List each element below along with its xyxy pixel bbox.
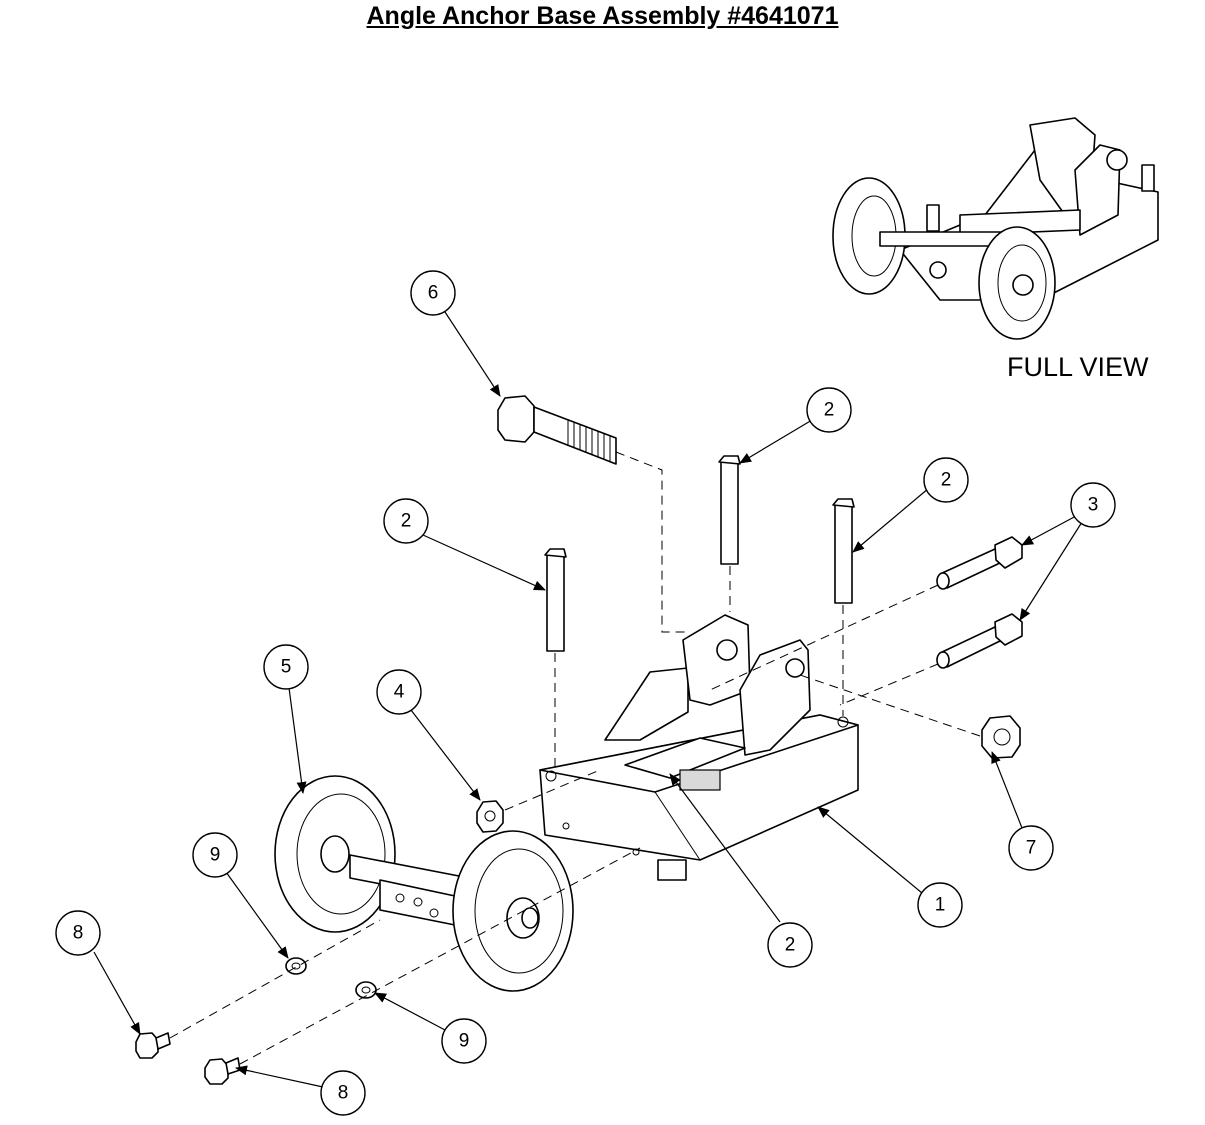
callout-8-a: 8: [55, 910, 101, 956]
part-1-base: [539, 614, 859, 881]
full-view-label: FULL VIEW: [1007, 352, 1149, 382]
callout-2-a: 2: [806, 387, 852, 433]
callout-label: 5: [281, 657, 292, 678]
callout-label: 8: [73, 923, 84, 944]
part-3-shoulder-bolt-b: [936, 613, 1023, 669]
part-2-pin-c: [544, 548, 567, 652]
callout-2-b: 2: [923, 457, 969, 503]
callout-label: 9: [459, 1031, 470, 1052]
callout-label: 7: [1026, 838, 1037, 859]
callout-3: 3: [1070, 482, 1116, 528]
part-2-pin-b: [832, 498, 855, 604]
assembly-dashed-lines: [169, 451, 981, 1065]
callout-9-a: 9: [192, 832, 238, 878]
part-9-washer-b: [355, 981, 377, 999]
part-8-bolt-b: [204, 1057, 241, 1085]
callout-2-d: 2: [767, 922, 813, 968]
part-7-hex-nut: [981, 715, 1021, 759]
part-4-nut: [476, 800, 504, 833]
part-6-hex-bolt: [497, 395, 617, 465]
callout-7: 7: [1008, 825, 1054, 871]
callout-2-c: 2: [383, 498, 429, 544]
callout-leaders: [93, 311, 1083, 1088]
callout-label: 9: [210, 845, 221, 866]
callout-6: 6: [410, 270, 456, 316]
callout-label: 2: [941, 470, 952, 491]
part-3-shoulder-bolt-a: [936, 536, 1023, 590]
callout-8-b: 8: [320, 1070, 366, 1116]
callout-1: 1: [917, 882, 963, 928]
callout-9-b: 9: [441, 1018, 487, 1064]
callout-label: 2: [785, 935, 796, 956]
callout-label: 1: [935, 895, 946, 916]
callout-label: 4: [394, 682, 405, 703]
callout-label: 8: [338, 1083, 349, 1104]
diagram-title: Angle Anchor Base Assembly #4641071: [366, 2, 839, 30]
callout-label: 2: [824, 400, 835, 421]
callout-label: 6: [428, 283, 439, 304]
callout-label: 2: [401, 511, 412, 532]
callout-label: 3: [1088, 495, 1099, 516]
callout-5: 5: [263, 644, 309, 690]
full-view-thumbnail: [832, 117, 1159, 340]
part-8-bolt-a: [135, 1032, 171, 1059]
callout-4: 4: [376, 669, 422, 715]
part-5-wheel-axle-assembly: [274, 775, 574, 992]
part-2-pin-a: [718, 455, 741, 565]
